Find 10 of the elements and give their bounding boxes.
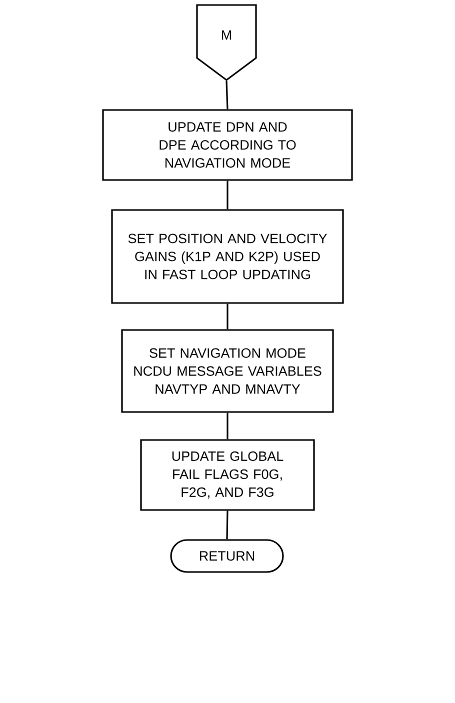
connector-line xyxy=(226,180,228,210)
process-box: SET POSITION AND VELOCITY GAINS (K1P AND K2P) USED IN FAST LOOP UPDATING xyxy=(111,209,344,304)
off-page-connector: M xyxy=(196,4,257,81)
connector-line xyxy=(226,412,228,440)
connector-line xyxy=(226,80,228,110)
process-box: UPDATE DPN AND DPE ACCORDING TO NAVIGATION MODE xyxy=(102,109,353,181)
process-box: SET NAVIGATION MODE NCDU MESSAGE VARIABLES NAVTYP AND MNAVTY xyxy=(121,329,334,413)
connector-line xyxy=(226,304,228,330)
connector-line xyxy=(226,510,228,540)
process-box: UPDATE GLOBAL FAIL FLAGS F0G, F2G, AND F3G xyxy=(140,439,315,511)
